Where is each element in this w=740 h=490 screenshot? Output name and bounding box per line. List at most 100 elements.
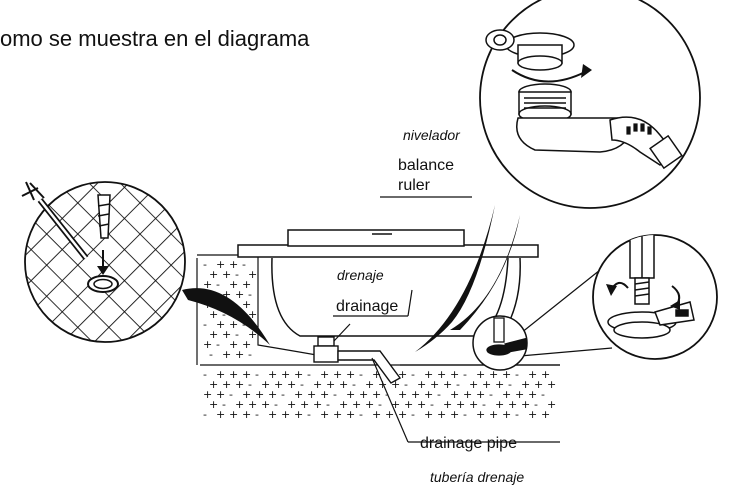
ground-mark: + xyxy=(430,378,439,391)
ground-mark: + xyxy=(365,378,374,391)
ground-mark: + xyxy=(248,308,257,321)
ground-mark: - xyxy=(326,398,330,411)
ground-mark: + xyxy=(489,368,498,381)
ground-mark: + xyxy=(404,398,413,411)
ground-mark: + xyxy=(352,398,361,411)
ground-mark: + xyxy=(229,318,238,331)
ground-mark: + xyxy=(209,328,218,341)
ground-mark: + xyxy=(372,388,381,401)
leveler-label-es: nivelador xyxy=(403,127,460,143)
ground-mark: - xyxy=(411,408,415,421)
ground-mark: + xyxy=(528,388,537,401)
ground-mark: - xyxy=(203,258,207,271)
ground-mark: - xyxy=(216,278,220,291)
ground-mark: - xyxy=(430,398,434,411)
foot-detail-small xyxy=(472,315,528,371)
ground-mark: + xyxy=(229,408,238,421)
drainage-pipe-label-en: drainage pipe xyxy=(420,435,517,452)
ground-mark: + xyxy=(261,398,270,411)
ground-mark: + xyxy=(229,338,238,351)
ground-mark: - xyxy=(216,338,220,351)
adjustable-foot-icon xyxy=(592,234,718,360)
ground-mark: + xyxy=(541,368,550,381)
ground-mark: - xyxy=(359,368,363,381)
ground-mark: + xyxy=(547,398,556,411)
ground-mark: + xyxy=(209,378,218,391)
ground-mark: - xyxy=(352,378,356,391)
ground-mark: - xyxy=(404,378,408,391)
ground-mark: + xyxy=(242,368,251,381)
ground-mark: + xyxy=(229,258,238,271)
ground-mark: + xyxy=(456,398,465,411)
ground-mark: - xyxy=(333,388,337,401)
ground-mark: - xyxy=(359,408,363,421)
ground-mark: - xyxy=(489,388,493,401)
ground-mark: - xyxy=(437,388,441,401)
drain-fitting xyxy=(313,323,402,384)
ground-mark: + xyxy=(541,408,550,421)
ground-mark: - xyxy=(242,318,246,331)
ground-mark: + xyxy=(534,378,543,391)
ground-mark: + xyxy=(482,378,491,391)
ground-mark: - xyxy=(378,398,382,411)
ground-mark: + xyxy=(469,378,478,391)
ground-mark: + xyxy=(222,378,231,391)
ground-mark: - xyxy=(222,308,226,321)
ground-mark: - xyxy=(534,398,538,411)
ground-mark: + xyxy=(437,408,446,421)
leader-lines xyxy=(333,196,613,443)
ground-mark: + xyxy=(424,368,433,381)
ground-mark: + xyxy=(235,288,244,301)
ground-mark: + xyxy=(209,398,218,411)
ground-mark: + xyxy=(203,388,212,401)
drain-label-en: drainage xyxy=(336,298,399,315)
ground-mark: + xyxy=(398,368,407,381)
ground-mark: - xyxy=(248,288,252,301)
ground-mark: + xyxy=(203,338,212,351)
ground-mark: - xyxy=(515,408,519,421)
ground-mark: - xyxy=(463,368,467,381)
ground-mark: + xyxy=(372,368,381,381)
ground-mark: + xyxy=(476,408,485,421)
ground-mark: + xyxy=(417,398,426,411)
ground-mark: + xyxy=(521,398,530,411)
ground-mark: + xyxy=(248,268,257,281)
ground-mark: + xyxy=(235,348,244,361)
ground-mark: + xyxy=(417,378,426,391)
ground-mark: + xyxy=(216,368,225,381)
ground-mark: - xyxy=(242,258,246,271)
ground-mark: - xyxy=(229,388,233,401)
ground-mark: + xyxy=(521,378,530,391)
ground-mark: + xyxy=(391,398,400,411)
ground-mark: + xyxy=(242,388,251,401)
ground-mark: + xyxy=(248,398,257,411)
ground-mark: + xyxy=(255,388,264,401)
ground-mark: + xyxy=(216,318,225,331)
ground-mark: + xyxy=(463,388,472,401)
ground-mark: + xyxy=(450,388,459,401)
ground-mark: + xyxy=(216,258,225,271)
drainage-pipe-label-es: tubería drenaje xyxy=(430,469,525,485)
ground-mark: + xyxy=(359,388,368,401)
ground-mark: - xyxy=(307,368,311,381)
ground-mark: + xyxy=(346,408,355,421)
ground-mark: - xyxy=(463,408,467,421)
ground-mark: + xyxy=(313,378,322,391)
ground-mark: + xyxy=(229,278,238,291)
ground-mark: + xyxy=(203,278,212,291)
ground-mark: + xyxy=(372,408,381,421)
caulking-detail-circle xyxy=(21,181,186,343)
drain-label-es: drenaje xyxy=(337,267,384,283)
ground-mark: + xyxy=(222,348,231,361)
ground-mark: + xyxy=(281,368,290,381)
ground-mark: + xyxy=(268,368,277,381)
ground-mark: + xyxy=(450,368,459,381)
ground-mark: + xyxy=(476,388,485,401)
ground-mark: - xyxy=(255,408,259,421)
ground-mark: - xyxy=(203,408,207,421)
ground-mark: + xyxy=(294,368,303,381)
ground-mark: + xyxy=(294,388,303,401)
ground-mark: + xyxy=(398,408,407,421)
